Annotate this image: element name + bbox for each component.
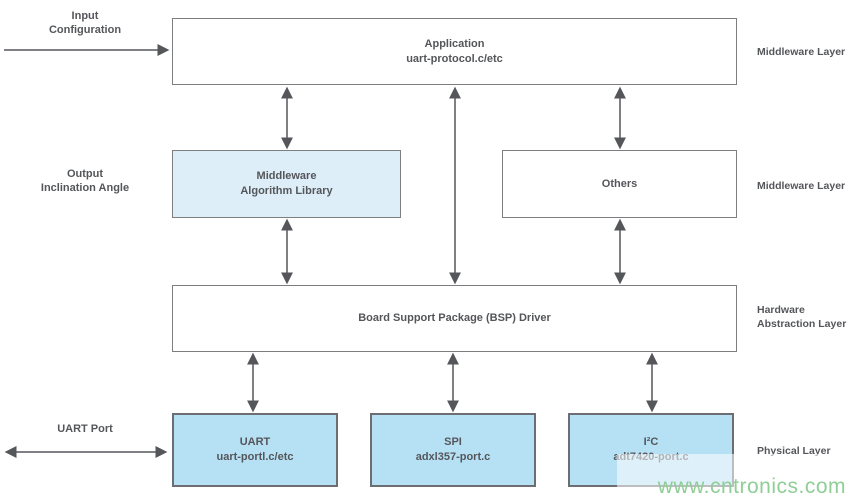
- uart-subtitle: uart-portl.c/etc: [216, 451, 294, 463]
- spi-subtitle: adxl357-port.c: [415, 451, 491, 463]
- application-box: Application uart-protocol.c/etc: [172, 18, 737, 85]
- spi-box: SPI adxl357-port.c: [370, 413, 536, 487]
- middleware-algorithm-library-title: Middleware Algorithm Library: [240, 170, 333, 197]
- others-title: Others: [601, 177, 638, 190]
- bsp-driver-box: Board Support Package (BSP) Driver: [172, 285, 737, 352]
- others-box: Others: [502, 150, 737, 218]
- uart-port-label: UART Port: [57, 423, 113, 435]
- application-title: Application: [424, 37, 485, 50]
- layer-label-hardware-abstraction: Hardware Abstraction Layer: [757, 304, 847, 330]
- application-subtitle: uart-protocol.c/etc: [406, 52, 503, 65]
- bsp-driver-title: Board Support Package (BSP) Driver: [358, 312, 551, 324]
- uart-title: UART: [239, 436, 271, 448]
- middleware-algorithm-library-box: Middleware Algorithm Library: [172, 150, 401, 218]
- uart-box: UART uart-portl.c/etc: [172, 413, 338, 487]
- spi-title: SPI: [444, 436, 462, 448]
- layer-label-middleware-mid: Middleware Layer: [757, 180, 846, 192]
- i2c-title: I²C: [643, 436, 659, 448]
- watermark-band: [617, 454, 849, 499]
- input-configuration-label: Input Configuration: [48, 10, 122, 36]
- output-inclination-angle-label: Output Inclination Angle: [40, 168, 130, 194]
- watermark-text: www.cntronics.com: [657, 475, 846, 498]
- layer-label-middleware-top: Middleware Layer: [757, 46, 846, 58]
